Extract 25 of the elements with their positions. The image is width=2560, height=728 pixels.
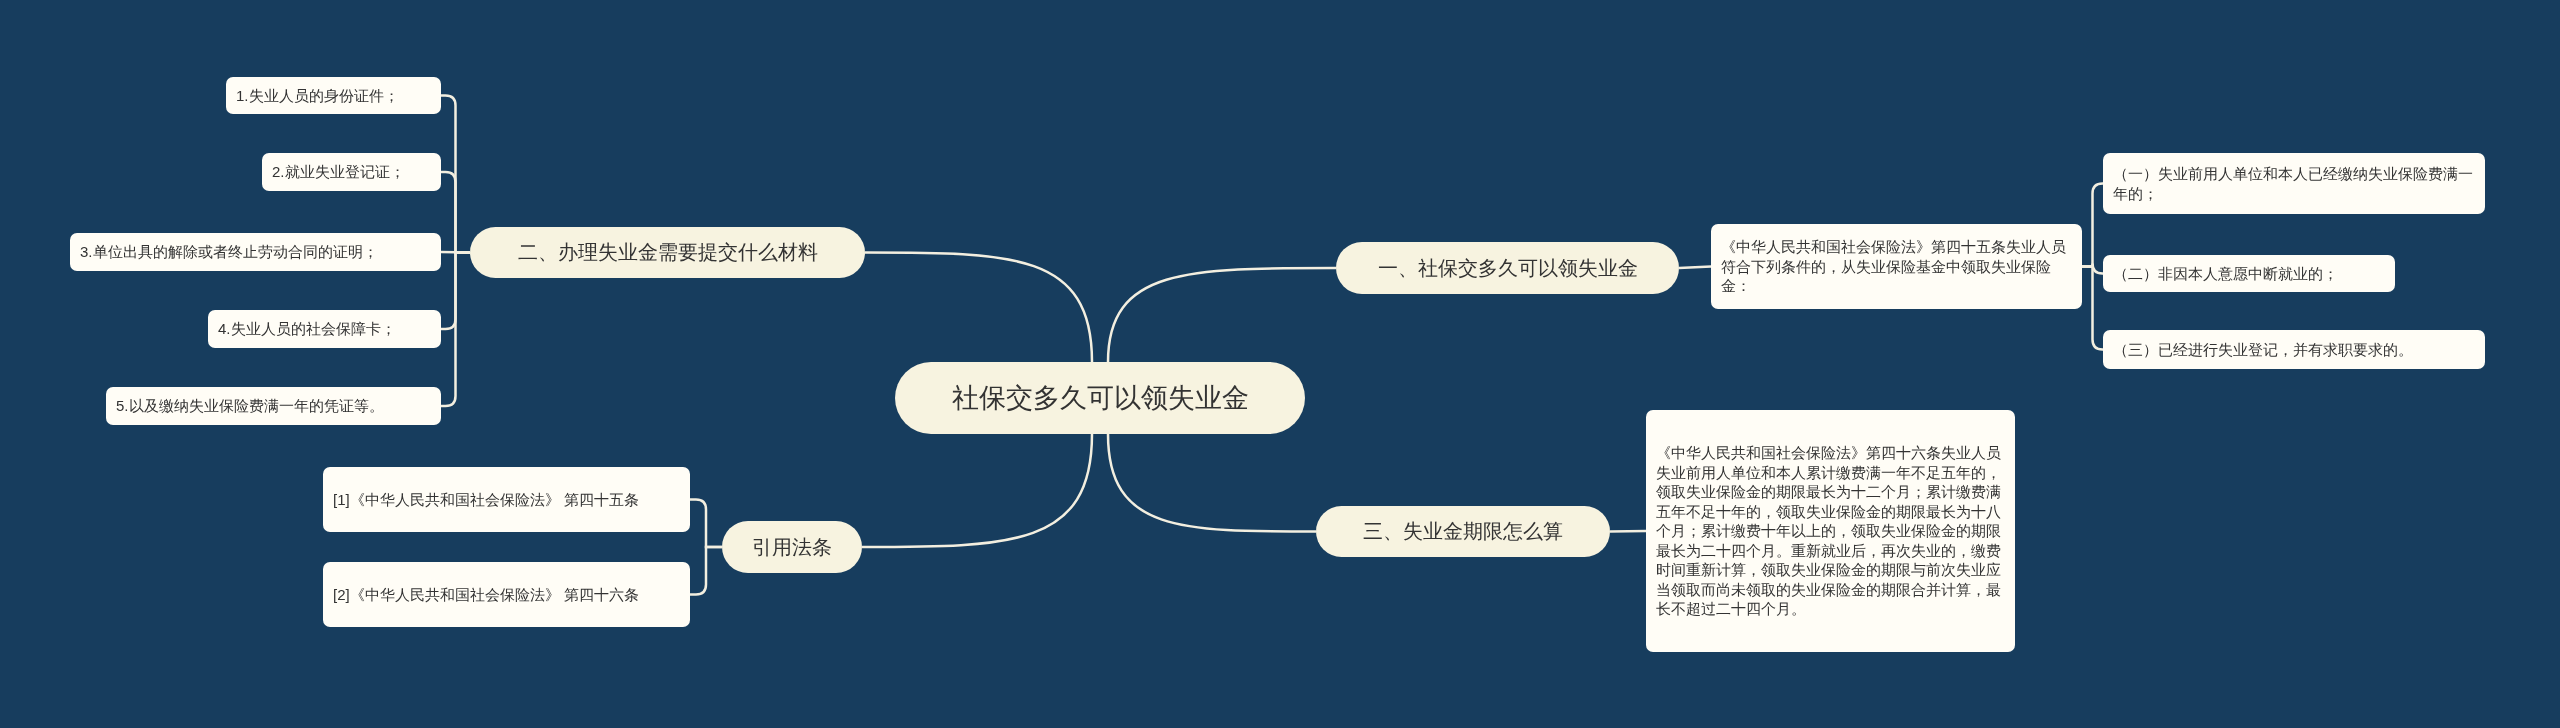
connector (690, 545, 722, 596)
topic-pill: 三、失业金期限怎么算 (1316, 506, 1610, 557)
text-card: （二）非因本人意愿中断就业的； (2103, 255, 2395, 292)
central-topic: 社保交多久可以领失业金 (895, 362, 1305, 434)
topic-pill: 引用法条 (722, 521, 862, 573)
text-card: （三）已经进行失业登记，并有求职要求的。 (2103, 330, 2485, 369)
text-card: [1]《中华人民共和国社会保险法》 第四十五条 (323, 467, 690, 532)
text-card: 4.失业人员的社会保障卡； (208, 310, 441, 348)
connector (1106, 433, 1316, 533)
connector (1106, 266, 1336, 363)
text-card: 2.就业失业登记证； (262, 153, 441, 191)
text-card: 《中华人民共和国社会保险法》第四十五条失业人员符合下列条件的，从失业保险基金中领取失业保险金： (1711, 224, 2082, 309)
connector (865, 251, 1094, 363)
connector (862, 433, 1094, 549)
text-card: 《中华人民共和国社会保险法》第四十六条失业人员失业前用人单位和本人累计缴费满一年不足五年的，领取失业保险金的期限最长为十二个月；累计缴费满五年不足十年的，领取失业保险金的期限最长为十八个月；累计缴费十年以上的，领取失业保险金的期限最长为二十四个月。重新就业后，再次失业的，缴费时间重新计算，领取失业保险金的期限与前次失业应当领取而尚未领取的失业保险金的期限合并计算，最长不超过二十四个月。 (1646, 410, 2015, 652)
text-card: [2]《中华人民共和国社会保险法》 第四十六条 (323, 562, 690, 627)
text-card: （一）失业前用人单位和本人已经缴纳失业保险费满一年的； (2103, 153, 2485, 214)
connector (1610, 529, 1646, 533)
topic-pill: 二、办理失业金需要提交什么材料 (470, 227, 865, 278)
topic-pill: 一、社保交多久可以领失业金 (1336, 242, 1679, 294)
text-card: 1.失业人员的身份证件； (226, 77, 441, 114)
text-card: 5.以及缴纳失业保险费满一年的凭证等。 (106, 387, 441, 425)
text-card: 3.单位出具的解除或者终止劳动合同的证明； (70, 233, 441, 271)
connector (2082, 265, 2104, 351)
connector (1678, 265, 1712, 270)
